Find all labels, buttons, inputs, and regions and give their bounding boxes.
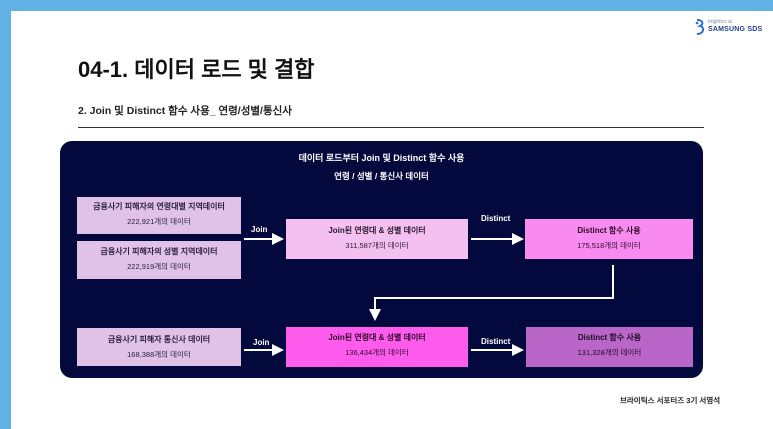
distinct-box-bottom: Distinct 함수 사용 131,328개의 데이터 — [526, 327, 693, 367]
distinct-top-name: Distinct 함수 사용 — [577, 226, 641, 235]
join-bottom-name: Join된 연령대 & 성별 데이터 — [328, 333, 426, 342]
brightics-logo-icon — [695, 19, 705, 35]
source-carrier-count: 168,388개의 데이터 — [127, 350, 191, 359]
join-box-bottom: Join된 연령대 & 성별 데이터 136,434개의 데이터 — [286, 327, 468, 367]
join-bottom-count: 136,434개의 데이터 — [345, 348, 409, 357]
distinct-top-count: 175,518개의 데이터 — [577, 241, 641, 250]
source-carrier-name: 금융사기 피해자 통신사 데이터 — [107, 335, 211, 344]
page-subtitle: 2. Join 및 Distinct 함수 사용_ 연령/성별/통신사 — [78, 105, 292, 117]
distinct-bottom-name: Distinct 함수 사용 — [577, 333, 642, 342]
diagram-panel: 데이터 로드부터 Join 및 Distinct 함수 사용 연령 / 성별 /… — [60, 141, 703, 378]
join-box-top: Join된 연령대 & 성별 데이터 311,587개의 데이터 — [286, 219, 468, 259]
logo-small-text: brightics ai — [708, 19, 732, 25]
brightics-logo: brightics ai SAMSUNG SDS — [695, 18, 762, 38]
distinct-label-bottom: Distinct — [481, 337, 511, 346]
title-divider — [78, 127, 704, 128]
source-age-name: 금융사기 피해자의 연령대별 지역데이터 — [93, 202, 225, 211]
join-top-count: 311,587개의 데이터 — [345, 241, 409, 250]
diagram-subtitle: 연령 / 성별 / 통신사 데이터 — [334, 171, 429, 181]
source-gender-count: 222,919개의 데이터 — [127, 262, 191, 271]
source-box-age: 금융사기 피해자의 연령대별 지역데이터 222,921개의 데이터 — [77, 197, 241, 234]
join-top-name: Join된 연령대 & 성별 데이터 — [328, 226, 426, 235]
source-gender-name: 금융사기 피해자의 성별 지역데이터 — [100, 247, 218, 256]
page-title: 04-1. 데이터 로드 및 결합 — [78, 57, 315, 82]
author-credit: 브라이틱스 서포터즈 3기 서영석 — [620, 396, 721, 405]
source-box-carrier: 금융사기 피해자 통신사 데이터 168,388개의 데이터 — [77, 328, 241, 366]
join-label-bottom: Join — [253, 338, 270, 347]
distinct-bottom-count: 131,328개의 데이터 — [577, 348, 642, 357]
flow-arrows — [244, 233, 614, 356]
distinct-label-top: Distinct — [481, 214, 511, 223]
logo-brand-text: SAMSUNG SDS — [708, 26, 763, 33]
diagram-title: 데이터 로드부터 Join 및 Distinct 함수 사용 — [298, 153, 465, 163]
distinct-box-top: Distinct 함수 사용 175,518개의 데이터 — [525, 219, 693, 259]
arrow-connector — [369, 265, 614, 321]
source-age-count: 222,921개의 데이터 — [127, 217, 191, 226]
join-label-top: Join — [251, 225, 268, 234]
source-box-gender: 금융사기 피해자의 성별 지역데이터 222,919개의 데이터 — [77, 241, 241, 279]
